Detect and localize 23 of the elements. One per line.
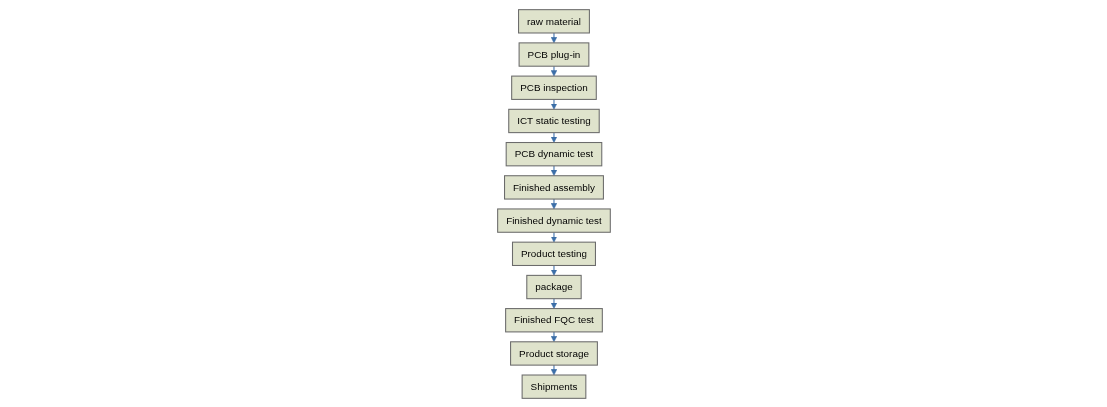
arrow (550, 364, 557, 375)
node-box: Shipments (521, 374, 586, 399)
node-box: ICT static testing (507, 108, 600, 133)
node-box: Product testing (511, 241, 596, 266)
arrow (550, 131, 557, 143)
node-box: Finished assembly (503, 174, 604, 200)
node-box: PCB inspection (510, 75, 597, 100)
node-box: Product storage (509, 340, 598, 366)
node-box: Finished FQC test (504, 307, 603, 332)
arrow (550, 264, 557, 276)
node-box: Finished dynamic test (496, 207, 611, 233)
arrow (550, 231, 557, 242)
node-box: package (525, 274, 582, 299)
arrow (550, 98, 557, 110)
arrow (550, 31, 557, 43)
arrow (550, 198, 557, 209)
arrow (550, 297, 557, 309)
node-box: PCB dynamic test (505, 141, 602, 166)
node-box: raw material (517, 8, 590, 33)
arrow (550, 65, 557, 76)
node-box: PCB plug-in (518, 41, 589, 67)
arrow (550, 330, 557, 342)
arrow (550, 164, 557, 176)
